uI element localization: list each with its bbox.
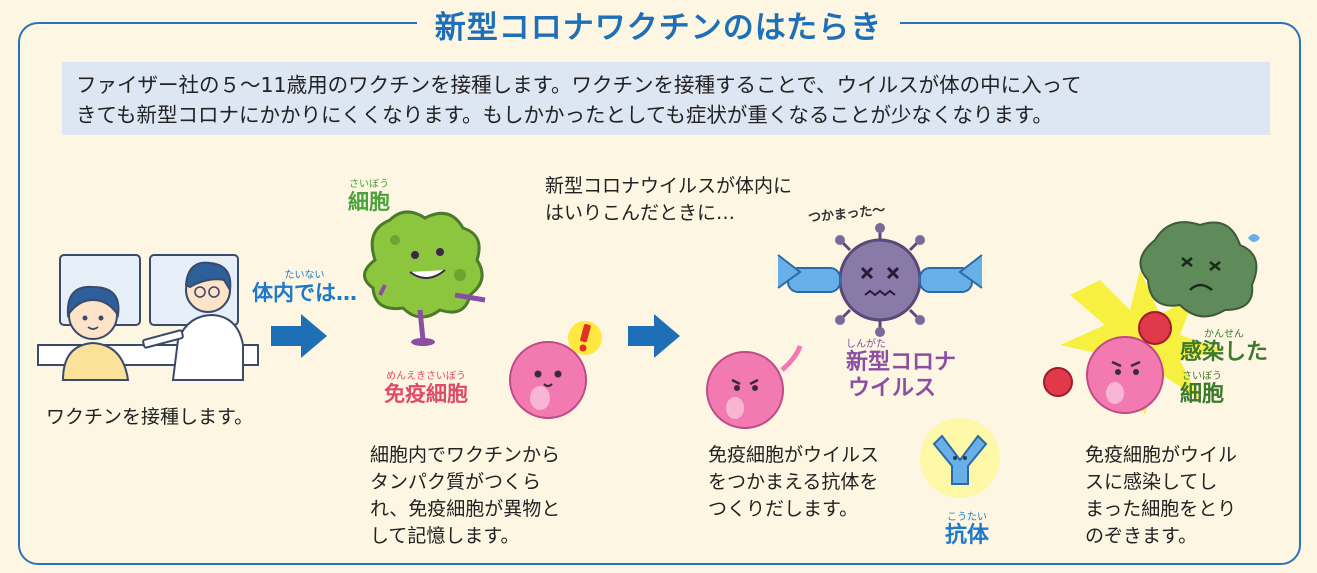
kansen-label: かんせん 感染した [1180,329,1269,365]
immune-cell-character [509,321,602,419]
antibody-bubble [920,418,1000,498]
meneki-label: めんえきさいぼう 免疫細胞 [384,371,468,406]
infected-cell-illustration [1043,221,1260,415]
intro-line-2: きても新型コロナにかかりにくくなります。もしかかったとしても症状が重くなることが… [76,103,1053,127]
step3-lead: 新型コロナウイルスが体内に はいりこんだときに… [545,175,793,224]
arrow-right-icon [271,314,327,358]
intro-line-1: ファイザー社の５～11歳用のワクチンを接種します。ワクチンを接種することで、ウイ… [76,73,1082,97]
immune-cell-character [706,345,803,429]
title-bar: 新型コロナワクチンのはたらき [0,2,1317,47]
virus-with-antibodies-illustration [777,223,983,337]
arrow-right-icon [628,314,680,358]
kotai-label: こうたい 抗体 [945,512,990,548]
infected-saibou-label: さいぼう 細胞 [1180,371,1225,407]
page-title: 新型コロナワクチンのはたらき [416,2,901,47]
intro-box: ファイザー社の５～11歳用のワクチンを接種します。ワクチンを接種することで、ウイ… [62,62,1270,135]
cell-character [363,210,486,346]
step2-caption: 細胞内でワクチンから タンパク質がつくら れ、免疫細胞が異物と して記憶します。 [370,444,561,547]
saibou-label: さいぼう 細胞 [348,179,390,214]
step3-caption: 免疫細胞がウイルス をつかまえる抗体を つくりだします。 [708,444,880,520]
step1-caption: ワクチンを接種します。 [46,406,254,428]
taiinai-label: たいない 体内では… [252,270,357,305]
step4-caption: 免疫細胞がウイル スに感染してし まった細胞をとり のぞきます。 [1085,444,1238,547]
vaccination-illustration [37,254,259,381]
virus-label: しんがた 新型コロナ ウイルス [846,339,957,401]
